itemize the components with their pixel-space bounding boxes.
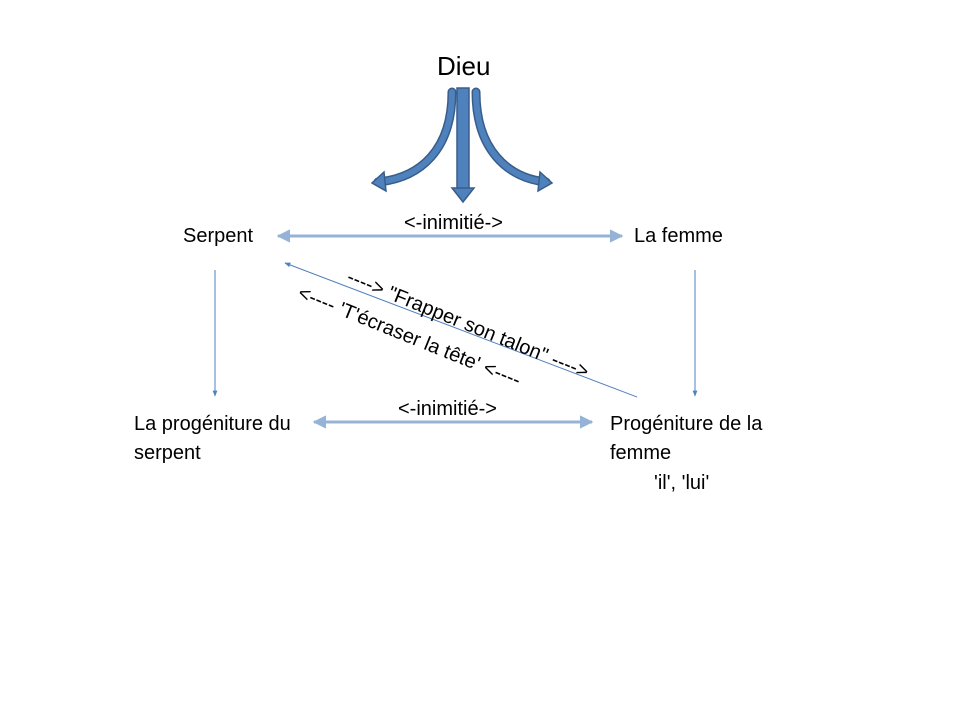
woman-offspring-label-line1: Progéniture de la [610,413,763,435]
top-enmity-label: <-inimitié-> [404,212,503,234]
woman-label: La femme [634,225,723,247]
diagonal-arrow [284,262,638,398]
serpent-offspring-label-line1: La progéniture du [134,413,291,435]
woman-offspring-label-line2: femme [610,442,672,464]
woman-offspring-pronouns: 'il', 'lui' [654,472,710,494]
serpent-offspring-label-line2: serpent [134,442,201,464]
bottom-enmity-label: <-inimitié-> [398,398,497,420]
serpent-label: Serpent [183,225,254,247]
god-title: Dieu [437,51,491,81]
three-way-arrow-icon [370,87,554,204]
